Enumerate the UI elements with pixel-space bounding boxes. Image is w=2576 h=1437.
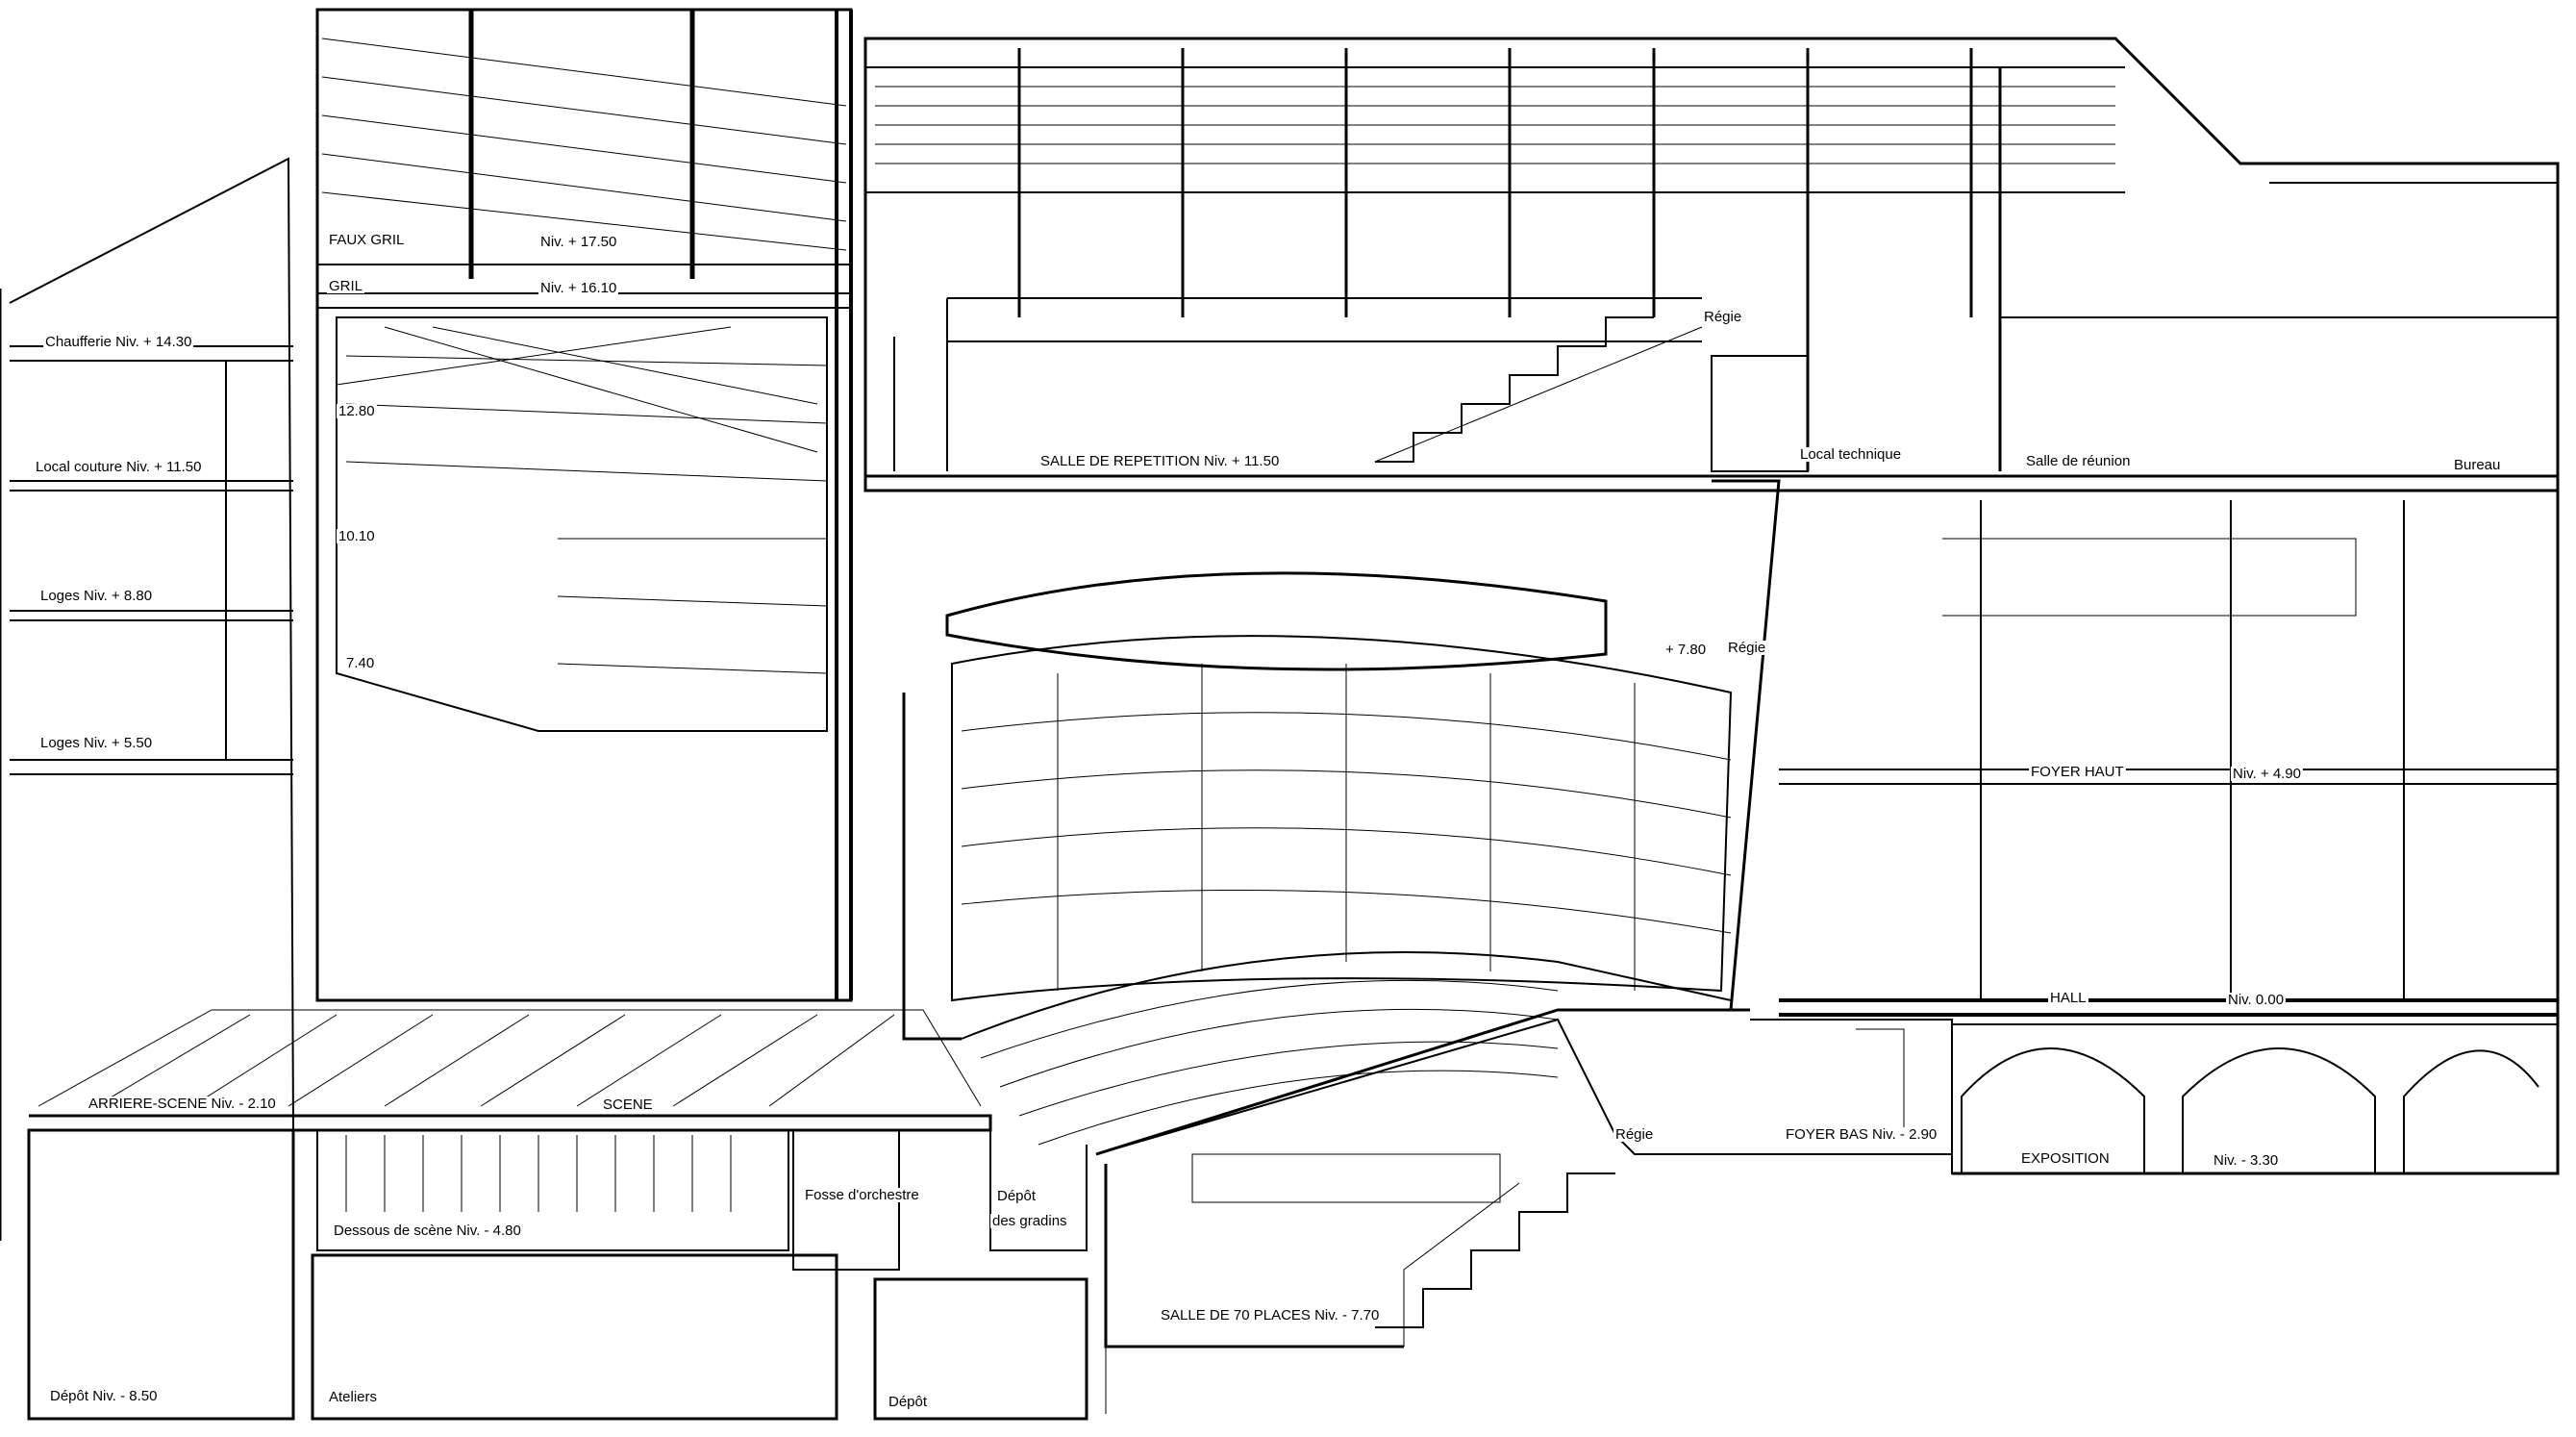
label-depot-gradins-2: des gradins bbox=[990, 1213, 1069, 1229]
label-niv-000: Niv. 0.00 bbox=[2226, 992, 2287, 1008]
label-salle-repetition: SALLE DE REPETITION Niv. + 11.50 bbox=[1038, 453, 1282, 469]
label-dessous-scene: Dessous de scène Niv. - 4.80 bbox=[332, 1223, 523, 1239]
fly-tower bbox=[315, 8, 853, 1002]
label-chaufferie: Chaufferie Niv. + 14.30 bbox=[43, 334, 194, 350]
auditorium bbox=[902, 479, 1781, 1156]
label-hall: HALL bbox=[2048, 990, 2088, 1006]
lower-right-wing bbox=[1750, 489, 2560, 1175]
label-level-1010: 10.10 bbox=[337, 528, 377, 544]
label-scene: SCENE bbox=[601, 1097, 655, 1113]
label-level-1280: 12.80 bbox=[337, 403, 377, 419]
label-depot-low: Dépôt bbox=[887, 1394, 930, 1410]
label-ateliers: Ateliers bbox=[327, 1389, 380, 1405]
label-loges-550: Loges Niv. + 5.50 bbox=[38, 735, 155, 751]
label-gril: GRIL bbox=[327, 278, 365, 294]
label-niv-780: + 7.80 bbox=[1663, 642, 1709, 658]
label-fosse-orchestre: Fosse d'orchestre bbox=[803, 1187, 921, 1203]
label-exposition: EXPOSITION bbox=[2019, 1150, 2112, 1167]
label-regie-top: Régie bbox=[1702, 309, 1744, 325]
label-foyer-haut: FOYER HAUT bbox=[2029, 764, 2126, 780]
label-local-technique: Local technique bbox=[1798, 446, 1904, 463]
upper-right-wing bbox=[863, 37, 2560, 492]
rehearsal-stairs bbox=[1375, 316, 1654, 463]
label-local-couture: Local couture Niv. + 11.50 bbox=[34, 459, 204, 475]
label-niv-1750: Niv. + 17.50 bbox=[538, 234, 619, 250]
label-arriere-scene: ARRIERE-SCENE Niv. - 2.10 bbox=[87, 1096, 278, 1112]
label-depot-850: Dépôt Niv. - 8.50 bbox=[48, 1388, 160, 1404]
stage-and-substage bbox=[29, 1009, 1088, 1421]
label-faux-gril: FAUX GRIL bbox=[327, 232, 407, 248]
label-salle-70: SALLE DE 70 PLACES Niv. - 7.70 bbox=[1159, 1307, 1382, 1324]
label-bureau: Bureau bbox=[2452, 457, 2503, 473]
label-niv-330: Niv. - 3.30 bbox=[2212, 1152, 2281, 1169]
label-regie-mid: Régie bbox=[1726, 640, 1768, 656]
label-level-740: 7.40 bbox=[344, 655, 377, 671]
label-salle-reunion: Salle de réunion bbox=[2024, 453, 2133, 469]
label-foyer-bas: FOYER BAS Niv. - 2.90 bbox=[1784, 1126, 1939, 1143]
small-hall bbox=[1095, 1018, 1952, 1414]
label-depot-gradins-1: Dépôt bbox=[995, 1188, 1038, 1204]
label-niv-490: Niv. + 4.90 bbox=[2231, 766, 2304, 782]
label-loges-880: Loges Niv. + 8.80 bbox=[38, 588, 155, 604]
label-niv-1610: Niv. + 16.10 bbox=[538, 280, 619, 296]
label-regie-low: Régie bbox=[1613, 1126, 1656, 1143]
